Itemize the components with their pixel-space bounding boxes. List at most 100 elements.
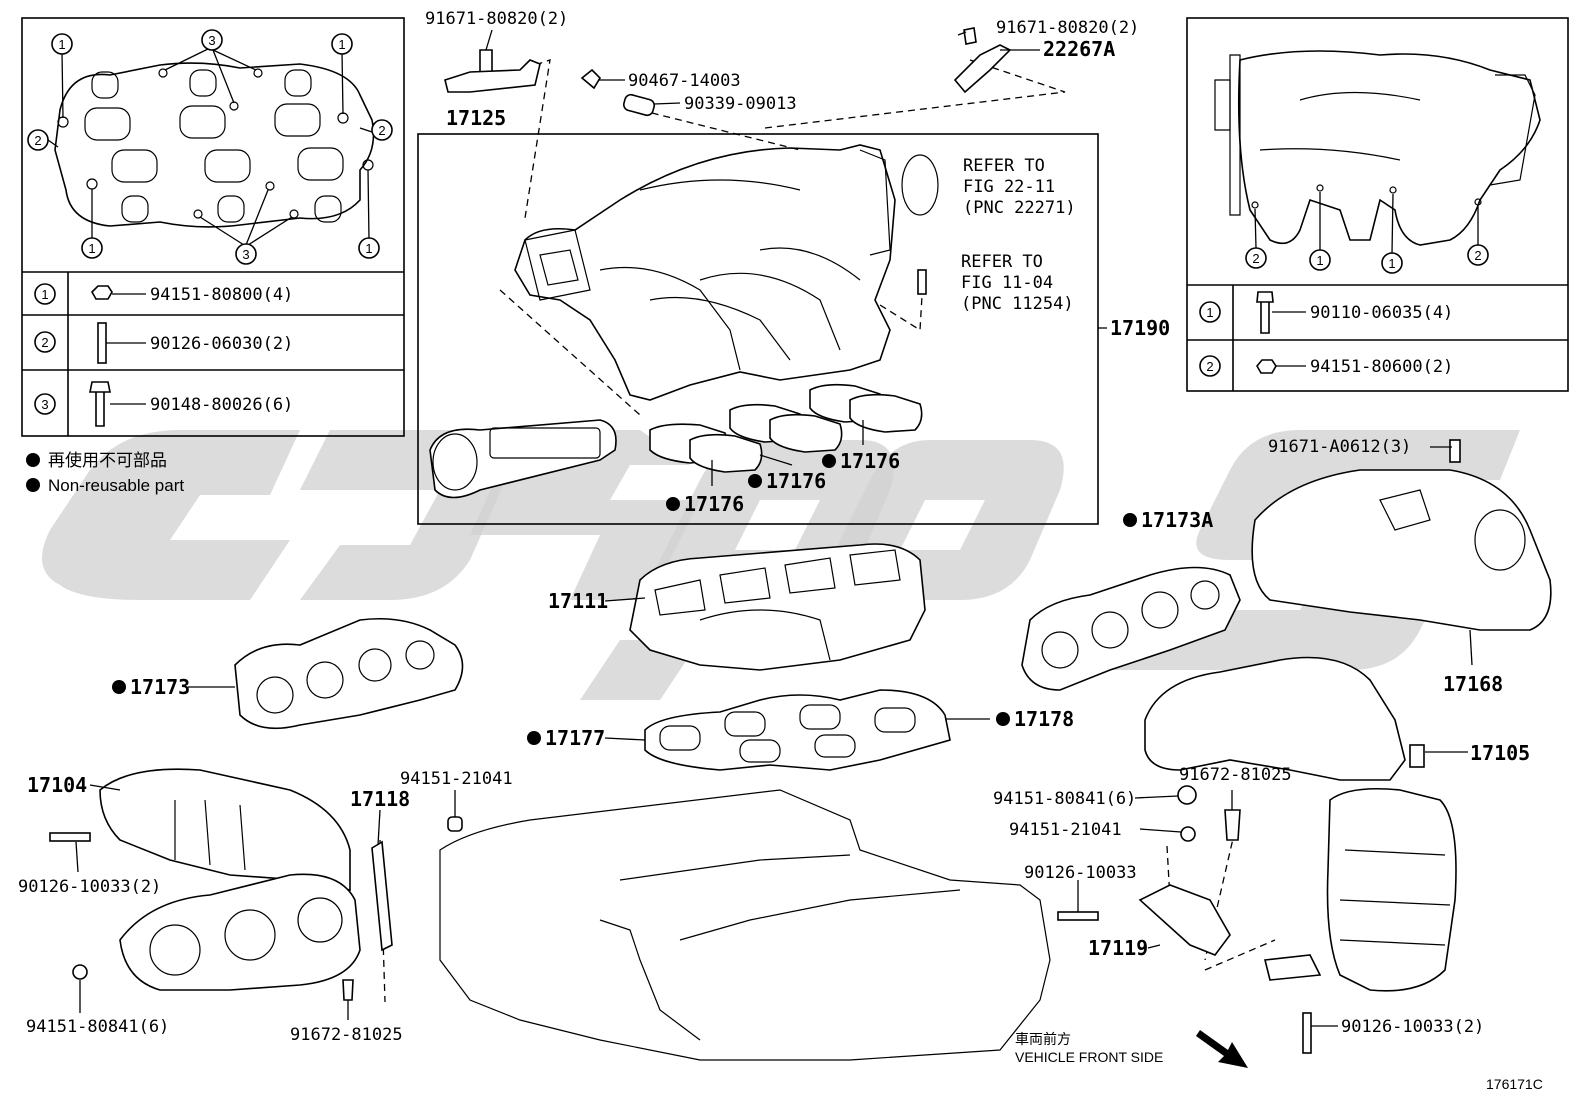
callout-mark: 1 bbox=[1316, 253, 1323, 268]
heat-insulator-17168-part bbox=[1251, 469, 1552, 631]
callout-mark: 1 bbox=[338, 37, 345, 52]
callout-mark: 2 bbox=[34, 133, 41, 148]
exhaust-manifold-left-part bbox=[119, 873, 361, 991]
intake-manifold-group bbox=[417, 133, 1099, 525]
legend: 再使用不可部品 Non-reusable part bbox=[26, 450, 184, 495]
label-91671-right: 91671-80820(2) bbox=[996, 18, 1139, 38]
callout-mark: 2 bbox=[378, 123, 385, 138]
callout-mark: 3 bbox=[208, 33, 215, 48]
table-row-num: 3 bbox=[41, 397, 48, 412]
label-90467: 90467-14003 bbox=[628, 71, 741, 91]
label-90339: 90339-09013 bbox=[684, 94, 797, 114]
non-reusable-bullet bbox=[1123, 513, 1137, 527]
callout-mark: 2 bbox=[1252, 251, 1259, 266]
intake-manifold-side-drawing bbox=[1214, 50, 1541, 246]
bracket-22267A-part bbox=[953, 44, 1012, 94]
control-valve-part bbox=[429, 419, 617, 499]
callout-mark: 1 bbox=[365, 241, 372, 256]
figure-code: 176171C bbox=[1486, 1076, 1543, 1092]
non-reusable-bullet bbox=[112, 680, 126, 694]
refer-note-2-line2: FIG 11-04 bbox=[961, 273, 1053, 293]
label-94151-80841-left: 94151-80841(6) bbox=[26, 1017, 169, 1037]
gasket-17173A-part bbox=[1021, 566, 1241, 691]
nut-icon bbox=[91, 285, 113, 300]
bolt-icon bbox=[89, 381, 111, 427]
manifold-17111-part bbox=[629, 543, 926, 671]
bolt-part bbox=[963, 27, 977, 45]
nut-part bbox=[447, 816, 463, 832]
left-inset-frame bbox=[21, 17, 405, 437]
gasket-17176-d bbox=[769, 413, 843, 453]
nut-part bbox=[1180, 826, 1196, 842]
stud-icon bbox=[97, 322, 107, 364]
bolt-icon bbox=[1256, 291, 1274, 334]
bolt-part bbox=[342, 979, 354, 1001]
table-row-num: 2 bbox=[41, 335, 48, 350]
non-reusable-bullet bbox=[996, 712, 1010, 726]
refer-note-2-line1: REFER TO bbox=[961, 252, 1043, 272]
catalytic-converter-17104-part bbox=[99, 768, 351, 891]
refer-note-1-line3: (PNC 22271) bbox=[963, 198, 1076, 218]
left-inset: 1 1 1 1 2 2 3 3 1 94151-80800(4) 2 90126… bbox=[21, 17, 405, 437]
stud-part bbox=[1057, 911, 1099, 921]
hose-part bbox=[622, 93, 656, 117]
label-17178: 17178 bbox=[1014, 707, 1074, 731]
label-17176-a: 17176 bbox=[684, 492, 744, 516]
table-row-part: 90126-06030(2) bbox=[150, 334, 293, 354]
callout-mark: 1 bbox=[58, 37, 65, 52]
right-exhaust-parts bbox=[1057, 439, 1552, 1054]
callout-mark: 2 bbox=[1474, 248, 1481, 263]
label-91672-81025-right: 91672-81025 bbox=[1179, 765, 1292, 785]
label-22267A: 22267A bbox=[1043, 37, 1115, 61]
label-90126-10033-left: 90126-10033(2) bbox=[18, 877, 161, 897]
nut-icon bbox=[1256, 359, 1277, 374]
legend-bullet bbox=[26, 478, 40, 492]
table-row-num: 2 bbox=[1206, 359, 1213, 374]
label-17168: 17168 bbox=[1443, 672, 1503, 696]
refer-note-2-line3: (PNC 11254) bbox=[961, 294, 1074, 314]
left-inset-table: 1 94151-80800(4) 2 90126-06030(2) 3 9014… bbox=[34, 283, 293, 427]
label-leaders bbox=[75, 29, 1473, 1027]
label-17173: 17173 bbox=[130, 675, 190, 699]
non-reusable-bullet bbox=[822, 454, 836, 468]
nut-part bbox=[72, 964, 88, 980]
non-reusable-bullet bbox=[527, 731, 541, 745]
bolt-part bbox=[1224, 809, 1241, 841]
label-17190: 17190 bbox=[1110, 316, 1170, 340]
engine-block-outline bbox=[439, 789, 1051, 1061]
bracket-17119-part bbox=[1138, 884, 1231, 956]
callout-mark: 1 bbox=[1388, 256, 1395, 271]
label-90126-10033-right: 90126-10033(2) bbox=[1341, 1017, 1484, 1037]
stud-part bbox=[49, 832, 91, 842]
table-row-num: 1 bbox=[1206, 305, 1213, 320]
stay-17118-part bbox=[371, 840, 393, 952]
stud-part bbox=[1302, 1012, 1312, 1054]
part-labels: 91671-80820(2) 17125 90467-14003 90339-0… bbox=[18, 9, 1543, 1092]
refer-note-1-line1: REFER TO bbox=[963, 156, 1045, 176]
bracket-17125-part bbox=[444, 59, 541, 93]
table-row-num: 1 bbox=[41, 287, 48, 302]
intake-manifold-frame bbox=[417, 133, 1099, 525]
central-parts bbox=[234, 543, 1241, 771]
label-17176-b: 17176 bbox=[766, 469, 826, 493]
left-inset-callouts: 1 1 1 1 2 2 3 3 bbox=[27, 29, 393, 265]
label-94151-21041-right: 94151-21041 bbox=[1009, 820, 1122, 840]
legend-bullet bbox=[26, 453, 40, 467]
top-small-parts bbox=[444, 27, 1012, 117]
label-17125: 17125 bbox=[446, 106, 506, 130]
label-17111: 17111 bbox=[548, 589, 608, 613]
label-17119: 17119 bbox=[1088, 936, 1148, 960]
label-91672-81025-left: 91672-81025 bbox=[290, 1025, 403, 1045]
label-94151-21041-left: 94151-21041 bbox=[400, 769, 513, 789]
callout-mark: 3 bbox=[242, 247, 249, 262]
label-17177: 17177 bbox=[545, 726, 605, 750]
clamp-part bbox=[580, 68, 602, 90]
table-row-part: 90110-06035(4) bbox=[1310, 303, 1453, 323]
non-reusable-bullet bbox=[748, 474, 762, 488]
sensor-part bbox=[1409, 744, 1425, 768]
label-91671-top: 91671-80820(2) bbox=[425, 9, 568, 29]
gasket-17177-part bbox=[644, 689, 951, 771]
label-17118: 17118 bbox=[350, 787, 410, 811]
non-reusable-bullet bbox=[666, 497, 680, 511]
